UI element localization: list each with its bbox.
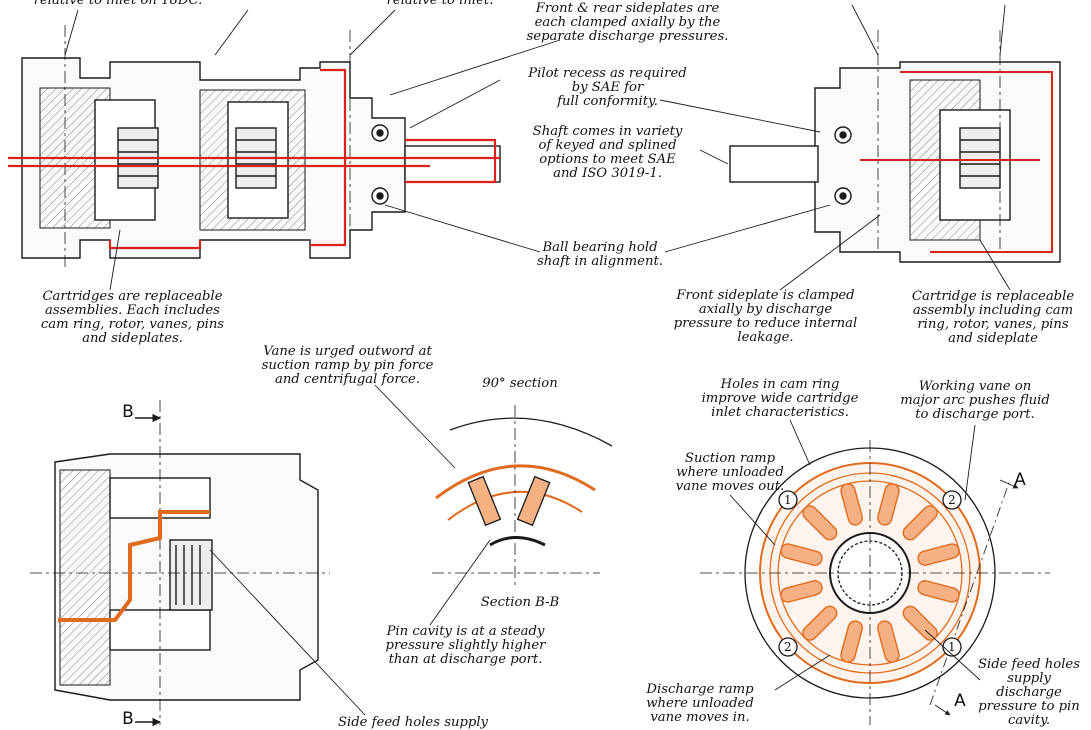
- vane: [802, 505, 838, 541]
- section-label-a-top: A: [1014, 470, 1026, 490]
- vane-section-90: [432, 405, 613, 585]
- vanes: [780, 483, 960, 663]
- side-feed-path: [58, 510, 210, 622]
- section-label-b-top: B: [122, 402, 134, 422]
- note-front-sideplate: Front sideplate is clamped axially by di…: [673, 288, 858, 345]
- note-pin-cavity: Pin cavity is at a steady pressure sligh…: [385, 624, 546, 667]
- port-markers: [778, 490, 962, 657]
- note-discharge-ramp: Discharge ramp where unloaded vane moves…: [646, 682, 754, 725]
- vane: [917, 580, 960, 603]
- pump-section-right: [729, 30, 1061, 263]
- note-inlet: relative to inlet.: [386, 0, 494, 8]
- note-cartridge: Cartridge is replaceable assembly includ…: [911, 289, 1075, 346]
- vane: [917, 543, 960, 566]
- side-section: [30, 400, 330, 727]
- vane: [877, 483, 900, 526]
- port-number: 2: [948, 493, 956, 507]
- note-ball-bearing: Ball bearing hold shaft in alignment.: [537, 240, 663, 269]
- flow-path-right: [860, 71, 1053, 253]
- vane: [902, 505, 938, 541]
- note-cartridges: Cartridges are replaceable assemblies. E…: [40, 289, 225, 346]
- vane: [877, 620, 900, 663]
- title-section-bb: Section B-B: [480, 595, 560, 610]
- vane: [802, 605, 838, 641]
- title-90-section: 90° section: [482, 376, 558, 391]
- note-working-vane: Working vane on major arc pushes fluid t…: [900, 379, 1050, 422]
- port-number: 1: [784, 493, 792, 507]
- vane: [902, 605, 938, 641]
- pump-section-left: [21, 25, 501, 270]
- port-number: 1: [948, 640, 956, 654]
- note-inlet-18dc: relative to inlet on 18DC.: [33, 0, 203, 8]
- note-shaft: Shaft comes in variety of keyed and spli…: [532, 124, 683, 181]
- leader-lines: [64, 4, 1019, 716]
- note-suction-ramp: Suction ramp where unloaded vane moves o…: [675, 451, 785, 494]
- vane: [840, 483, 863, 526]
- flow-path-left: [8, 68, 500, 250]
- port-number: 2: [784, 640, 792, 654]
- note-pilot-recess: Pilot recess as required by SAE for full…: [528, 66, 687, 109]
- vane: [780, 580, 823, 603]
- vane: [780, 543, 823, 566]
- note-sideplates: Front & rear sideplates are each clamped…: [526, 1, 729, 44]
- vane: [840, 620, 863, 663]
- note-vane-urged: Vane is urged outword at suction ramp by…: [261, 344, 434, 387]
- note-holes-cam-ring: Holes in cam ring improve wide cartridge…: [701, 377, 859, 420]
- section-label-a-bottom: A: [954, 691, 966, 711]
- note-side-feed-left: Side feed holes supply: [337, 715, 489, 730]
- section-label-b-bottom: B: [122, 709, 134, 729]
- note-side-feed-right: Side feed holes supply discharge pressur…: [977, 657, 1081, 728]
